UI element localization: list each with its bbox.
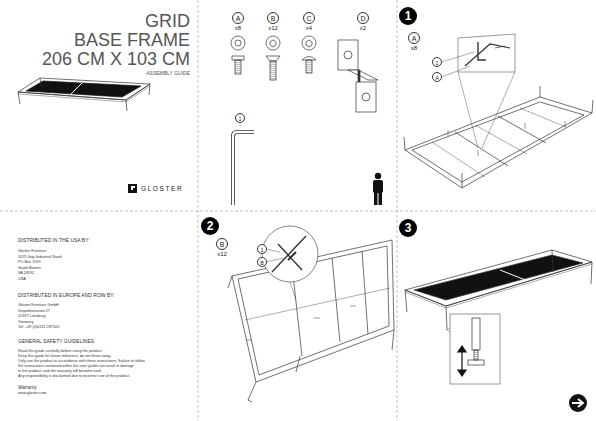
address-line: 21337 Lüneburg xyxy=(18,315,46,319)
address-line: 1075 Gap Industrial Road xyxy=(18,256,61,260)
step-number: 3 xyxy=(399,219,417,237)
quantity: x4 xyxy=(303,25,315,31)
part-letter: Cx4 xyxy=(303,12,315,31)
frame-overview xyxy=(18,78,150,111)
brand-name: GLOSTER xyxy=(141,186,183,193)
part-letter: Bx12 xyxy=(216,238,228,257)
circle-text: C xyxy=(303,12,315,24)
address-line: Zeppelinstrasse 27 xyxy=(18,310,50,314)
title-line: BASE FRAME xyxy=(74,31,190,49)
section-heading: DISTRIBUTED IN EUROPE AND ROW BY: xyxy=(18,293,115,298)
warranty-heading: Warranty xyxy=(18,386,36,391)
quantity: x12 xyxy=(216,251,228,257)
address-line: USA xyxy=(18,278,26,282)
part-letter: Ax8 xyxy=(408,32,420,51)
next-page-arrow xyxy=(569,394,587,412)
section-heading: DISTRIBUTED IN THE USA BY: xyxy=(18,238,90,243)
callout-number: 1 xyxy=(257,244,268,255)
address-line: PO Box 1599 xyxy=(18,261,41,265)
part-hardware xyxy=(231,36,378,112)
quantity: x2 xyxy=(357,25,369,31)
subtitle: ASSEMBLY GUIDE xyxy=(146,71,190,76)
address-line: Gloster Furniture xyxy=(18,250,47,254)
circle-text: 3 xyxy=(399,219,417,237)
circle-text: B xyxy=(216,238,228,250)
address-line: Tel: +49 (0)4131 287500 xyxy=(18,326,59,330)
circle-text: 1 xyxy=(235,113,246,124)
circle-text: A xyxy=(232,12,244,24)
allen-key xyxy=(233,132,254,205)
quantity: x8 xyxy=(408,45,420,51)
safety-text: Any responsibility is disclaimed due to … xyxy=(18,375,130,379)
circle-text: D xyxy=(357,12,369,24)
circle-text: 1 xyxy=(432,57,443,68)
address-line: Germany xyxy=(18,321,34,325)
title-line: GRID xyxy=(145,12,190,30)
circle-text: A xyxy=(432,72,443,83)
safety-text: Read this guide carefully before using t… xyxy=(18,350,103,354)
step-number: 1 xyxy=(399,7,417,25)
part-letter: Bx12 xyxy=(267,12,279,31)
step-number: 2 xyxy=(201,217,219,235)
address-line: Gloster Furniture GmbH xyxy=(18,304,59,308)
address-line: South Boston xyxy=(18,267,41,271)
frame-step2 xyxy=(228,226,394,402)
quantity: x8 xyxy=(232,25,244,31)
circle-text: 1 xyxy=(399,7,417,25)
part-letter: Ax8 xyxy=(232,12,244,31)
safety-text: the instructions contained within this u… xyxy=(18,365,134,369)
title-line: 206 CM X 103 CM xyxy=(42,50,190,68)
website: www.gloster.com xyxy=(18,392,47,396)
circle-text: B xyxy=(257,257,268,268)
gloster-logo xyxy=(128,184,137,193)
callout-number: B xyxy=(257,257,268,268)
callout-number: A xyxy=(432,72,443,83)
callout-number: 1 xyxy=(235,113,246,124)
safety-text: Only use the product in accordance with … xyxy=(18,360,145,364)
person-icon xyxy=(373,173,383,205)
safety-text: to the product, and the warranty will be… xyxy=(18,370,102,374)
circle-text: 1 xyxy=(257,244,268,255)
circle-text: A xyxy=(408,32,420,44)
circle-text: B xyxy=(267,12,279,24)
section-heading: GENERAL SAFETY GUIDELINES xyxy=(18,339,94,344)
callout-number: 1 xyxy=(432,57,443,68)
frame-step3 xyxy=(405,250,592,384)
quantity: x12 xyxy=(267,25,279,31)
frame-step1 xyxy=(404,34,593,188)
circle-text: 2 xyxy=(201,217,219,235)
part-letter: Dx2 xyxy=(357,12,369,31)
safety-text: Keep this guide for future reference, do… xyxy=(18,355,111,359)
address-line: VA 24592 xyxy=(18,272,34,276)
